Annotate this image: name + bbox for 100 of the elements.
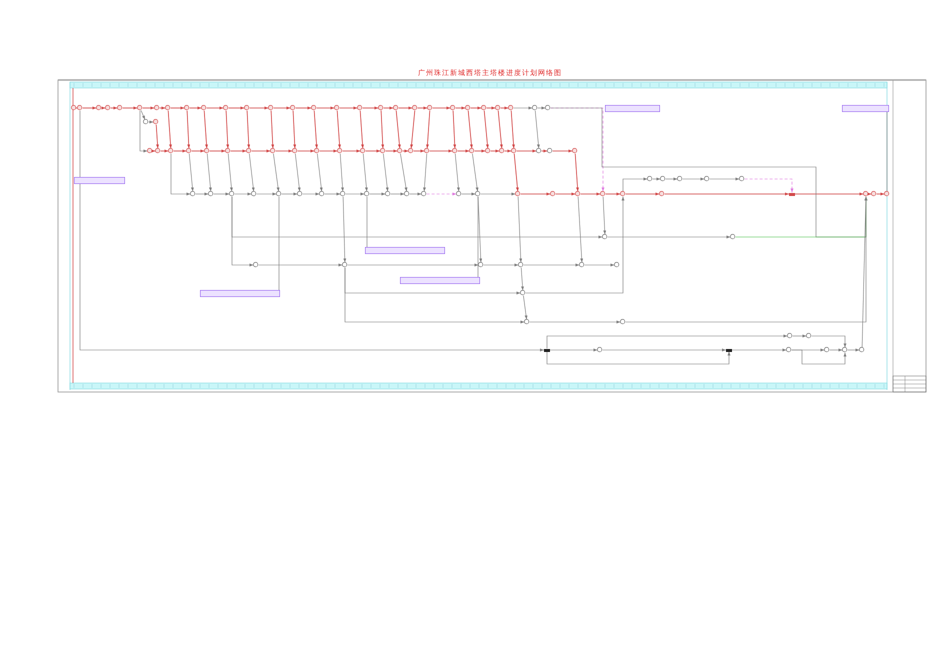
leader-line xyxy=(366,196,368,248)
arrow xyxy=(500,106,509,110)
event-circle xyxy=(360,148,366,154)
event-circle xyxy=(225,148,231,154)
arrow xyxy=(191,150,205,152)
event-circle xyxy=(677,176,683,182)
arrow xyxy=(345,192,365,196)
arrow xyxy=(170,153,191,196)
event-circle xyxy=(806,333,812,339)
event-circle xyxy=(704,176,710,182)
arrow xyxy=(232,196,254,266)
arrow xyxy=(170,106,185,110)
event-circle xyxy=(117,105,123,111)
arrow xyxy=(457,150,470,152)
arrow xyxy=(876,192,885,196)
event-circle xyxy=(456,191,462,197)
arrow xyxy=(514,153,519,192)
event-circle xyxy=(153,119,159,125)
event-circle xyxy=(268,105,274,111)
event-circle xyxy=(340,191,346,197)
arrow xyxy=(281,192,298,196)
arrow xyxy=(195,192,209,196)
event-circle xyxy=(165,105,171,111)
arrow xyxy=(584,264,615,266)
event-circle xyxy=(647,176,653,182)
arrow xyxy=(402,150,409,152)
event-circle xyxy=(96,105,102,111)
arrow xyxy=(340,153,344,192)
arrow xyxy=(454,153,460,192)
arrow xyxy=(209,150,226,152)
event-circle xyxy=(532,105,538,111)
arrow xyxy=(110,106,118,110)
arrow xyxy=(498,110,503,149)
arrow xyxy=(186,110,190,149)
event-circle xyxy=(393,105,399,111)
event-circle xyxy=(364,191,370,197)
event-circle xyxy=(311,105,317,111)
arrow xyxy=(140,110,146,120)
arrow xyxy=(206,106,224,110)
event-circle xyxy=(730,234,736,240)
arrow xyxy=(518,196,522,263)
arrow xyxy=(251,150,271,152)
event-circle xyxy=(786,347,792,353)
event-circle xyxy=(547,148,553,154)
dashed-arrow xyxy=(744,178,794,193)
arrow xyxy=(383,106,394,110)
arrow xyxy=(664,192,790,196)
arrow xyxy=(273,106,291,110)
arrow xyxy=(362,153,368,192)
arrow xyxy=(101,106,106,110)
event-circle xyxy=(863,191,869,197)
arrow xyxy=(297,150,315,152)
arrow xyxy=(682,178,705,180)
event-circle xyxy=(481,105,487,111)
event-circle xyxy=(515,191,521,197)
arrow xyxy=(490,150,500,152)
arrow xyxy=(472,153,479,192)
arrow xyxy=(510,110,516,149)
event-circle xyxy=(246,148,252,154)
arrow xyxy=(317,153,323,192)
event-circle xyxy=(334,105,340,111)
event-circle xyxy=(253,262,259,268)
arrow xyxy=(829,348,843,352)
arrow xyxy=(360,110,364,149)
arrow xyxy=(529,320,621,324)
arrow xyxy=(344,267,525,324)
arrow xyxy=(188,153,194,192)
arrow xyxy=(173,150,187,152)
event-circle xyxy=(520,290,526,296)
arrow xyxy=(336,110,342,149)
arrow xyxy=(234,192,252,196)
event-circle xyxy=(319,191,325,197)
arrow xyxy=(151,150,156,152)
arrow xyxy=(602,196,606,235)
arrow xyxy=(474,150,486,152)
arrow xyxy=(156,124,160,149)
arrow xyxy=(347,264,479,266)
event-circle xyxy=(660,176,666,182)
milestone-tag xyxy=(842,105,889,112)
event-circle xyxy=(105,105,111,111)
arrow xyxy=(468,110,473,149)
leader-line xyxy=(278,196,280,290)
event-circle xyxy=(190,191,196,197)
arrow xyxy=(429,150,453,152)
event-circle xyxy=(884,191,890,197)
arrow xyxy=(811,336,846,348)
arrow xyxy=(520,192,551,196)
arrow xyxy=(580,192,601,196)
arrow xyxy=(230,150,247,152)
arrow xyxy=(142,106,155,110)
arrow xyxy=(226,110,230,149)
arrow xyxy=(546,351,730,364)
arrow xyxy=(295,153,301,192)
event-circle xyxy=(575,191,581,197)
event-circle xyxy=(154,105,160,111)
event-mark xyxy=(544,348,550,352)
event-circle xyxy=(550,191,556,197)
arrow xyxy=(483,264,519,266)
event-circle xyxy=(424,148,430,154)
event-circle xyxy=(204,148,210,154)
